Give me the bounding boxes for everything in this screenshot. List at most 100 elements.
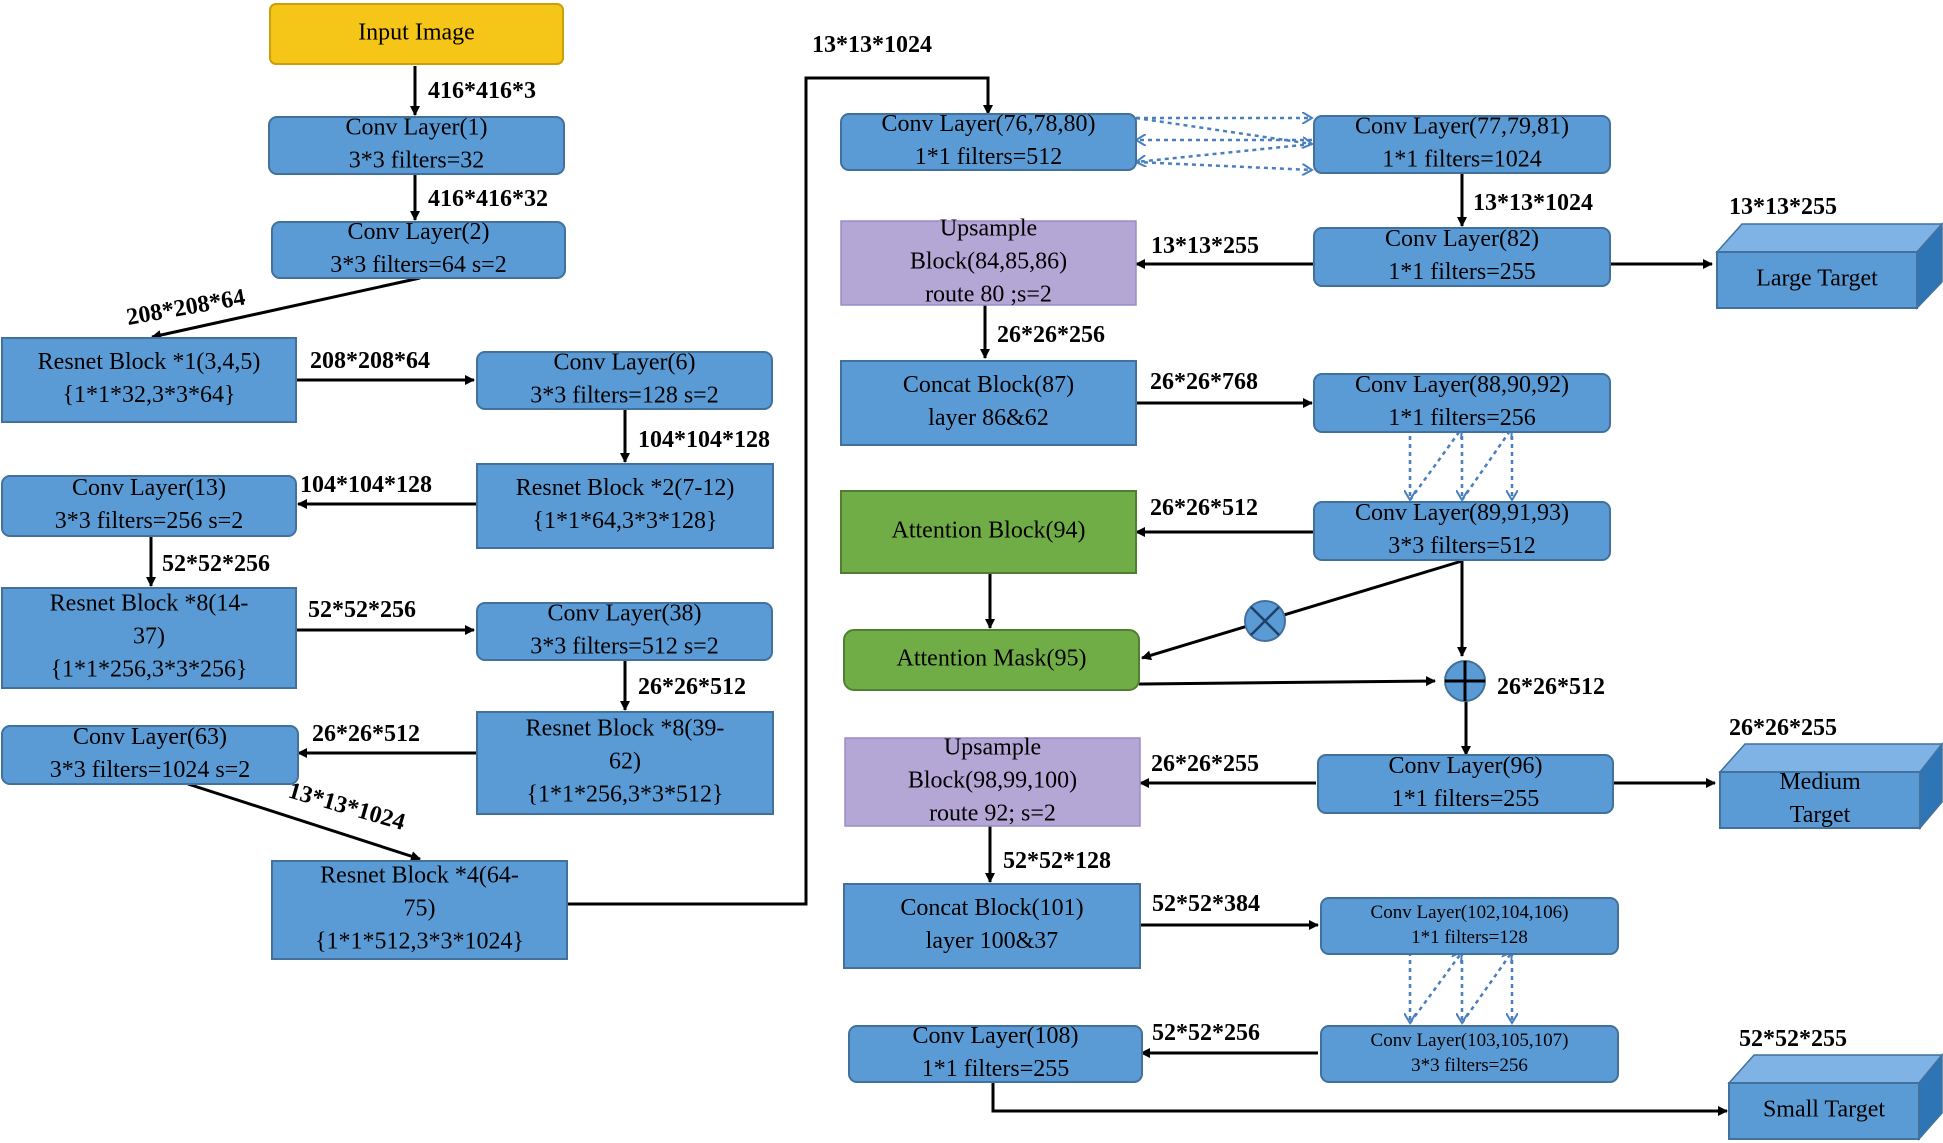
node-text-line: 3*3 filters=512 s=2 (530, 634, 718, 660)
node-text-line: Input Image (358, 20, 475, 46)
edge-label: 13*13*255 (1151, 233, 1259, 259)
edge-label: 13*13*1024 (812, 32, 932, 58)
node-text-line: Conv Layer(6) (554, 350, 696, 376)
conv-layer-38-block: Conv Layer(38) 3*3 filters=512 s=2 (476, 601, 773, 661)
dashed-connectors (1136, 118, 1512, 1023)
node-text-line: 1*1 filters=255 (1388, 259, 1536, 285)
edge-label: 416*416*32 (428, 186, 548, 212)
edge-label: 13*13*1024 (1473, 190, 1593, 216)
node-text-line: Block(84,85,86) (910, 249, 1067, 275)
edge-label: 13*13*1024 (285, 778, 408, 836)
node-text-line: Conv Layer(82) (1385, 226, 1539, 252)
edge-label: 52*52*256 (162, 551, 270, 577)
node-text-line: Upsample (940, 216, 1037, 242)
edge-label: 26*26*512 (1497, 674, 1605, 700)
node-text-line: Attention Mask(95) (897, 646, 1087, 672)
conv-layer-77-79-81-block: Conv Layer(77,79,81)1*1 filters=1024 (1313, 114, 1611, 174)
node-text-line: {1*1*256,3*3*512} (526, 782, 723, 808)
node-text-line: Conv Layer(102,104,106) (1371, 902, 1569, 923)
node-text-line: Conv Layer(76,78,80) (882, 111, 1096, 137)
node-text-line: Medium (1779, 769, 1861, 795)
node-text-line: Conv Layer(88,90,92) (1355, 372, 1569, 398)
edge-label: 26*26*512 (1150, 495, 1258, 521)
node-text-line: Conv Layer(38) (548, 601, 702, 627)
node-text-line: layer 100&37 (926, 928, 1059, 954)
node-text-line: Resnet Block *8(39- (526, 716, 725, 742)
node-text-line: Conv Layer(1) (346, 115, 488, 141)
node-text-line: 75) (404, 896, 436, 922)
node-text-line: Conv Layer(13) (72, 475, 226, 501)
node-text-line: route 80 ;s=2 (925, 282, 1052, 308)
node-text-line: Block(98,99,100) (908, 768, 1077, 794)
node-text-line: 1*1 filters=1024 (1382, 147, 1542, 173)
edge-label: 52*52*384 (1152, 891, 1260, 917)
node-text-line: Resnet Block *1(3,4,5) (38, 349, 261, 375)
node-text-line: 37) (133, 624, 165, 650)
conv-layer-1-block: Conv Layer(1) 3*3 filters=32 (268, 115, 565, 175)
node-text-line: {1*1*64,3*3*128} (532, 508, 717, 534)
conv-layer-89-91-93-block: Conv Layer(89,91,93)3*3 filters=512 (1313, 500, 1611, 561)
edge-label: 26*26*255 (1729, 715, 1837, 741)
conv-layer-108-block: Conv Layer(108) 1*1 filters=255 (848, 1023, 1143, 1083)
edge-label: 26*26*512 (638, 674, 746, 700)
node-text-line: route 92; s=2 (929, 801, 1056, 827)
conv-layer-88-90-92-block: Conv Layer(88,90,92) 1*1 filters=256 (1313, 372, 1611, 433)
node-text-line: 1*1 filters=255 (922, 1056, 1070, 1082)
conv-layer-96-block: Conv Layer(96) 1*1 filters=255 (1317, 753, 1614, 814)
resnet-block-2: Resnet Block *2(7-12) {1*1*64,3*3*128} (476, 463, 774, 549)
conv-layer-63-block: Conv Layer(63) 3*3 filters=1024 s=2 (1, 724, 299, 785)
node-text-line: 1*1 filters=255 (1392, 786, 1540, 812)
edge-label: 52*52*256 (1152, 1020, 1260, 1046)
node-text-line: 62) (609, 749, 641, 775)
edge-label: 104*104*128 (300, 472, 432, 498)
node-text-line: 1*1 filters=512 (915, 144, 1063, 170)
node-text-line: Conv Layer(103,105,107) (1371, 1030, 1569, 1051)
attention-mask-95: Attention Mask(95) (843, 629, 1140, 691)
edge-label: 26*26*255 (1151, 751, 1259, 777)
node-text-line: 3*3 filters=32 (349, 148, 485, 174)
edge-label: 416*416*3 (428, 78, 536, 104)
edge-label: 208*208*64 (310, 348, 430, 374)
node-text-line: Resnet Block *2(7-12) (516, 475, 735, 501)
node-text-line: Resnet Block *8(14- (50, 591, 249, 617)
node-text-line: {1*1*32,3*3*64} (62, 382, 235, 408)
small-target-box: Small Target (1727, 1052, 1943, 1141)
conv-layer-82-block: Conv Layer(82) 1*1 filters=255 (1313, 226, 1611, 287)
node-text-line: 3*3 filters=64 s=2 (330, 252, 506, 278)
large-target-box: Large Target (1715, 222, 1943, 310)
concat-block-101: Concat Block(101)layer 100&37 (843, 883, 1141, 969)
edge-label: 13*13*255 (1729, 194, 1837, 220)
edge-label: 208*208*64 (125, 284, 248, 330)
edge-label: 26*26*768 (1150, 369, 1258, 395)
edge-label: 52*52*255 (1739, 1026, 1847, 1052)
add-icon (1444, 660, 1486, 702)
node-text-line: 1*1 filters=256 (1388, 405, 1536, 431)
concat-block-87: Concat Block(87)layer 86&62 (840, 360, 1137, 446)
node-text-line: Conv Layer(2) (348, 219, 490, 245)
conv-layer-6-block: Conv Layer(6)3*3 filters=128 s=2 (476, 350, 773, 410)
resnet-block-8b: Resnet Block *8(39- 62) {1*1*256,3*3*512} (476, 711, 774, 815)
edge-label: 104*104*128 (638, 427, 770, 453)
conv-layer-2-block: Conv Layer(2) 3*3 filters=64 s=2 (271, 219, 566, 279)
node-text-line: Conv Layer(63) (73, 724, 227, 750)
node-text-line: Upsample (944, 735, 1041, 761)
node-text-line: 3*3 filters=256 (1411, 1055, 1528, 1076)
node-text-line: {1*1*512,3*3*1024} (315, 929, 524, 955)
node-text-line: Conv Layer(96) (1389, 753, 1543, 779)
edge-label: 26*26*256 (997, 322, 1105, 348)
node-text-line: Large Target (1756, 266, 1878, 292)
node-text-line: layer 86&62 (928, 405, 1049, 431)
node-text-line: {1*1*256,3*3*256} (50, 657, 247, 683)
conv-layer-103-105-107-block: Conv Layer(103,105,107) 3*3 filters=256 (1320, 1025, 1619, 1083)
connectors (146, 66, 1728, 1116)
node-text-line: Conv Layer(108) (913, 1023, 1079, 1049)
input-image-block: Input Image (269, 3, 564, 65)
attention-block-94: Attention Block(94) (840, 490, 1137, 574)
resnet-block-4: Resnet Block *4(64-75){1*1*512,3*3*1024} (271, 860, 568, 960)
node-text-line: Attention Block(94) (892, 518, 1086, 544)
node-text-line: 3*3 filters=1024 s=2 (50, 757, 250, 783)
